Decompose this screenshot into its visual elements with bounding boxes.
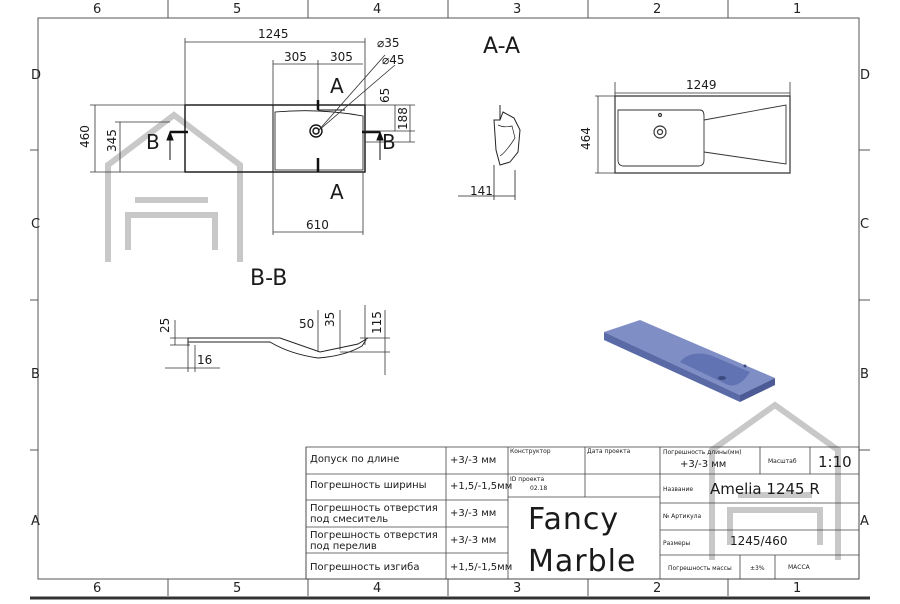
section-mark-a-bottom: A [330,180,344,204]
tb-date-label: Дата проекта [587,448,631,455]
dim-overall-width: 460 [78,125,92,148]
section-aa-profile [458,105,521,200]
zone-left-c: C [31,217,41,232]
zone-top-3: 3 [513,2,522,17]
tb-constructor-label: Конструктор [510,448,551,455]
tb-brand-line2: Marble [528,544,637,579]
plan-bowl [274,110,364,171]
dim-bowl-length: 610 [306,218,329,232]
zone-top-1: 1 [793,2,802,17]
section-bb-title: B-B [250,266,288,291]
dim-offset-right: 305 [330,50,353,64]
tb-row-label-5: Погрешность изгиба [310,562,420,573]
tb-scale-label: Масштаб [768,458,797,465]
zone-right-d: D [860,68,871,83]
plan-outline [184,104,366,173]
tb-mass-label: МАССА [788,564,810,571]
top-view-length: 1249 [686,78,717,92]
top-view [614,95,791,174]
top-view-width: 464 [579,127,593,150]
dim-hole-large-value: 45 [389,53,405,67]
tb-name-value: Amelia 1245 R [710,480,820,498]
tb-article-label: № Артикула [663,513,702,520]
dim-bowl-depth: 188 [396,107,410,130]
plan-section-marks [170,100,380,172]
zone-top-5: 5 [233,2,242,17]
zone-ticks [30,0,870,596]
section-bb-dimensions [165,305,390,375]
section-mark-a-top: A [330,74,344,98]
zone-right-b: B [860,367,869,382]
section-aa-title: A-A [483,34,521,59]
tb-row-value-5: +1,5/-1,5мм [450,562,513,573]
section-bb-dim-115: 115 [370,311,384,334]
plan-drain-inner [312,127,320,135]
dim-hole-small-value: 35 [384,36,400,50]
section-mark-b-left: B [146,130,160,154]
section-bb-dim-50: 50 [299,317,315,331]
tb-project-id-label: ID проекта [510,476,545,483]
section-aa-dim: 141 [470,184,493,198]
tb-mass-tol-value: ±3% [750,565,765,572]
tb-length-tol-label: Погрешность длины(мм) [663,449,742,456]
zone-top-6: 6 [93,2,102,17]
dim-hole-large: ⌀45 [382,53,405,67]
top-view-dimensions [595,82,791,174]
tb-mass-tol-label: Погрешность массы [668,565,732,572]
zone-bottom-6: 6 [93,581,102,596]
watermark-logo-right [709,401,841,560]
tb-row-value-1: +3/-3 мм [450,455,497,466]
zone-top-4: 4 [373,2,382,17]
dim-hole-offset: 65 [378,87,392,103]
tb-row-label-2: Погрешность ширины [310,480,427,491]
tb-name-label: Название [663,486,694,493]
tb-row-label-1: Допуск по длине [310,454,400,465]
zone-bottom-3: 3 [513,581,522,596]
tb-row-value-4: +3/-3 мм [450,535,497,546]
section-mark-b-right: B [382,130,396,154]
tb-row-label-4: Погрешность отверстия под перелив [310,530,438,552]
zone-bottom-4: 4 [373,581,382,596]
tb-row-label-3: Погрешность отверстия под смеситель [310,503,438,525]
zone-left-a: A [31,514,40,529]
dim-inner-width: 345 [105,129,119,152]
product-render [604,320,775,402]
section-bb-dim-25: 25 [158,317,172,333]
zone-bottom-2: 2 [653,581,662,596]
tb-length-tol-value: +3/-3 мм [680,459,727,470]
zone-left-b: B [31,367,40,382]
dim-offset-left: 305 [284,50,307,64]
tb-brand-line1: Fancy [528,502,620,537]
tb-row-value-2: +1,5/-1,5мм [450,481,513,492]
zone-right-c: C [860,217,870,232]
plan-drain-outer [309,124,323,138]
title-block-grid [305,446,860,580]
zone-top-2: 2 [653,2,662,17]
watermark-logo-left [105,111,243,262]
plan-section-arrows [166,109,384,173]
section-bb-dim-35: 35 [323,311,337,327]
section-bb-dim-16: 16 [197,353,213,367]
zone-right-a: A [860,514,869,529]
zone-bottom-1: 1 [793,581,802,596]
tb-size-label: Размеры [663,540,691,547]
zone-bottom-5: 5 [233,581,242,596]
tb-size-value: 1245/460 [730,534,788,548]
dim-hole-small: ⌀35 [377,36,400,50]
tb-project-id-value: 02.18 [530,485,548,492]
dim-overall-length: 1245 [258,27,289,41]
zone-left-d: D [31,68,42,83]
plan-dimensions [90,38,415,235]
plan-view [184,104,366,173]
tb-scale-value: 1:10 [818,453,852,471]
tb-row-value-3: +3/-3 мм [450,508,497,519]
section-bb-profile [187,337,369,359]
